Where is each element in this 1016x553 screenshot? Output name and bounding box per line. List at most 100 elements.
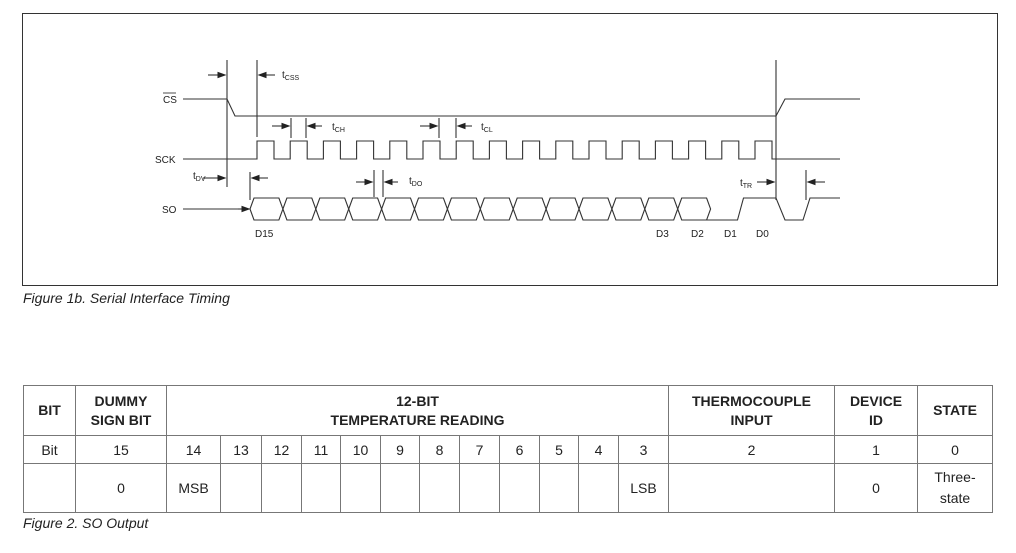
bit-cell: 15 [75,435,167,464]
bit-header: BIT [23,385,76,436]
value-cell: Three-state [917,463,993,513]
bit-cell: 13 [220,435,262,464]
bit-cell: 8 [419,435,460,464]
value-cell [419,463,460,513]
value-cell: 0 [75,463,167,513]
data-bit-cell [315,197,350,221]
device-id-header: DEVICE ID [834,385,918,436]
bit-cell: 5 [539,435,579,464]
temp-header-line2: TEMPERATURE READING [330,411,505,428]
bit-cell: 9 [380,435,420,464]
value-cell [499,463,540,513]
bit-cell: 14 [166,435,221,464]
arrow-left-icon [383,178,393,186]
serial-interface-timing-diagram: CS SCK SO tCSS tCH tCL tDV tDO tTR D15 D… [22,13,998,286]
arrow-left-icon [250,174,260,182]
sck-waveform [183,140,840,160]
data-bit-cell [249,197,284,221]
value-cell [261,463,302,513]
value-cell [380,463,420,513]
bit-cell: 7 [459,435,500,464]
tcl-label: tCL [481,122,493,134]
sck-label: SCK [155,155,176,166]
bit-cell: 10 [340,435,381,464]
bit-cell: 3 [618,435,669,464]
tdv-label: tDV [193,171,206,183]
arrow-left-icon [456,122,466,130]
value-cell [220,463,262,513]
so-waveform [249,197,840,221]
arrow-right-icon [217,174,227,182]
arrow-right-icon [766,178,776,186]
bit-cell: 12 [261,435,302,464]
state-header: STATE [917,385,993,436]
tc-header-line1: THERMOCOUPLE [692,392,811,409]
so-label: SO [162,205,177,216]
figure-frame [22,13,998,286]
data-bit-cell [348,197,383,221]
cs-waveform [183,98,860,117]
data-bit-cell [512,197,547,221]
data-bit-cell [282,197,317,221]
bit-cell: 6 [499,435,540,464]
figure-1b-caption: Figure 1b. Serial Interface Timing [23,290,230,306]
value-cell: MSB [166,463,221,513]
tdo-label: tDO [409,176,423,188]
bit-cell: 1 [834,435,918,464]
ttr-label: tTR [740,178,752,190]
d3-label: D3 [656,229,669,240]
data-bit-cell [578,197,613,221]
tcss-label: tCSS [282,70,300,82]
d15-label: D15 [255,229,274,240]
value-cell [459,463,500,513]
arrow-right-icon [429,122,439,130]
value-cell [23,463,76,513]
so-tail [706,197,840,221]
data-bit-cell [611,197,646,221]
arrow-left-icon [806,178,816,186]
d2-label: D2 [691,229,704,240]
header-row: BIT DUMMY SIGN BIT 12-BIT TEMPERATURE READ… [23,385,993,436]
arrow-left-icon [306,122,316,130]
arrow-right-icon [217,71,227,79]
value-cell [668,463,835,513]
bit-cell: 4 [578,435,619,464]
tc-header-line2: INPUT [730,411,773,428]
value-cell: 0 [834,463,918,513]
dev-header-line2: ID [869,411,883,428]
data-bit-cell [446,197,481,221]
dummy-header-line1: DUMMY [94,392,148,409]
bit-cell: 11 [301,435,341,464]
data-bit-cell [413,197,448,221]
value-cell [539,463,579,513]
cs-label: CS [163,95,177,106]
so-output-table: BIT DUMMY SIGN BIT 12-BIT TEMPERATURE READ… [23,385,993,513]
tch-label: tCH [332,122,345,134]
data-bit-cell [545,197,580,221]
figure-2-caption: Figure 2. SO Output [23,515,149,531]
bit-cell: 2 [668,435,835,464]
arrow-right-icon [364,178,374,186]
data-bit-cell [479,197,514,221]
d1-label: D1 [724,229,737,240]
thermocouple-input-header: THERMOCOUPLE INPUT [668,385,835,436]
value-cell [578,463,619,513]
temperature-reading-header: 12-BIT TEMPERATURE READING [166,385,669,436]
bit-cell: Bit [23,435,76,464]
value-cell [340,463,381,513]
arrow-left-icon [257,71,267,79]
temp-header-line1: 12-BIT [396,392,439,409]
data-bit-cell [677,197,712,221]
bit-cell: 0 [917,435,993,464]
d0-label: D0 [756,229,769,240]
value-cell [301,463,341,513]
arrow-right-icon [241,205,251,213]
data-bit-cell [381,197,416,221]
dummy-header-line2: SIGN BIT [90,411,152,428]
dev-header-line1: DEVICE [849,392,903,409]
dummy-sign-bit-header: DUMMY SIGN BIT [75,385,167,436]
arrow-right-icon [281,122,291,130]
value-cell: LSB [618,463,669,513]
